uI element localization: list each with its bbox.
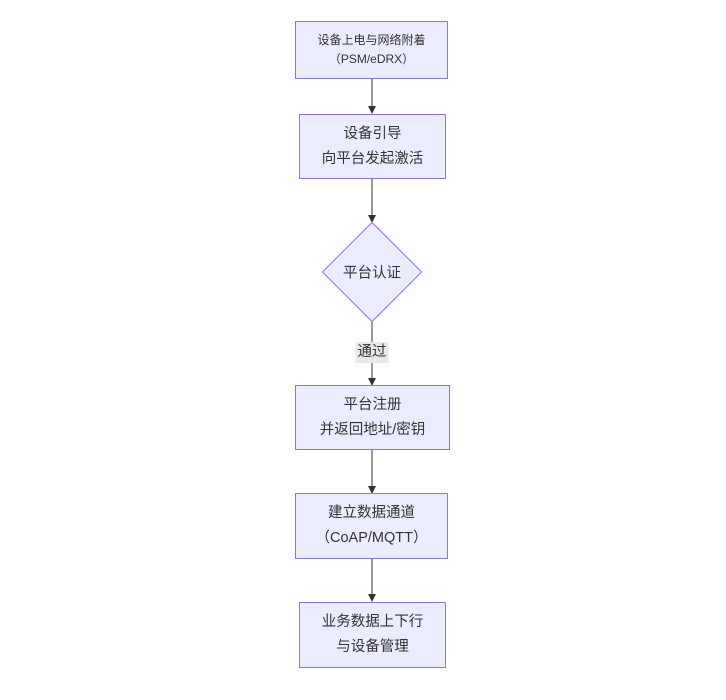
edge-line [371,79,373,108]
node-label: 设备上电与网络附着 （PSM/eDRX） [296,31,447,69]
node-text-line: 与设备管理 [336,639,409,655]
flow-node-platform-register: 平台注册 并返回地址/密钥 [295,385,450,450]
node-text-line: 平台认证 [343,265,401,282]
node-label: 平台注册 并返回地址/密钥 [296,393,449,443]
flow-edge-n5-n6 [367,559,377,602]
flow-node-business-data-device-mgmt: 业务数据上下行 与设备管理 [299,602,446,668]
node-text-line: 平台注册 [343,396,402,413]
flow-edge-n1-n2 [367,79,377,114]
node-label: 建立数据通道 （CoAP/MQTT） [296,501,447,551]
edge-label-pass: 通过 [355,342,389,363]
node-text-line: （PSM/eDRX） [328,52,415,66]
edge-line [371,179,373,217]
arrowhead-icon [368,215,376,223]
arrowhead-icon [368,378,376,386]
edge-line [371,450,373,488]
node-text-line: 设备引导 [343,125,402,142]
decision-node-platform-auth: 平台认证 [321,221,423,323]
node-text-line: （CoAP/MQTT） [315,530,428,546]
flow-node-device-bootstrap: 设备引导 向平台发起激活 [299,114,446,179]
node-text-line: 设备上电与网络附着 [317,33,426,47]
node-text-line: 建立数据通道 [328,505,415,521]
node-text-line: 业务数据上下行 [321,614,424,630]
flow-node-data-channel: 建立数据通道 （CoAP/MQTT） [295,493,448,559]
flow-node-power-on-network-attach: 设备上电与网络附着 （PSM/eDRX） [295,21,448,79]
arrowhead-icon [368,106,376,114]
node-label: 设备引导 向平台发起激活 [300,122,445,172]
flow-edge-n2-n3 [367,179,377,223]
node-text-line: 并返回地址/密钥 [319,421,426,438]
edge-line [371,559,373,596]
node-label: 业务数据上下行 与设备管理 [300,610,445,660]
arrowhead-icon [368,486,376,494]
flow-edge-n4-n5 [367,450,377,494]
arrowhead-icon [368,594,376,602]
node-text-line: 向平台发起激活 [321,150,424,167]
